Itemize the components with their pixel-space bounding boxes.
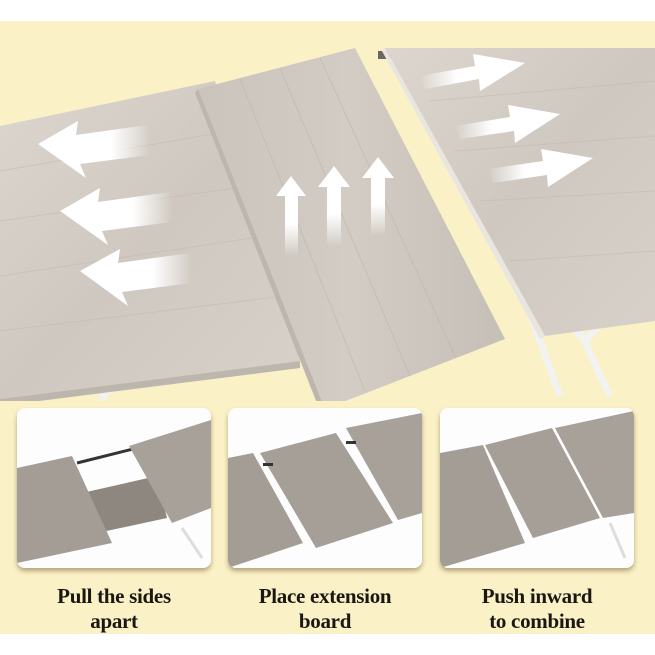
arrow-right-icon — [420, 54, 525, 91]
step-1-photo — [17, 408, 211, 568]
arrow-up-icon — [318, 166, 350, 246]
arrow-left-icon — [60, 188, 172, 245]
step-3-photo — [440, 408, 634, 568]
step-2-caption: Place extension board — [258, 584, 392, 633]
arrow-right-icon — [488, 149, 593, 187]
extendable-table-illustration — [0, 48, 655, 401]
arrow-right-icon — [455, 105, 560, 143]
arrow-left-icon — [38, 121, 150, 178]
extension-board — [198, 48, 505, 401]
arrows-insert-up — [276, 157, 394, 256]
arrows-pull-right — [420, 54, 593, 187]
arrow-left-icon — [80, 249, 192, 306]
instruction-graphic: Pull the sides apart Place extension boa… — [0, 21, 655, 634]
arrow-up-icon — [362, 157, 394, 236]
arrows-pull-left — [38, 121, 192, 306]
step-2-photo — [228, 408, 422, 568]
right-table-leaf — [385, 48, 655, 336]
step-1-caption: Pull the sides apart — [57, 584, 171, 633]
step-3-caption: Push inward to combine — [481, 584, 593, 633]
arrow-up-icon — [276, 176, 306, 256]
